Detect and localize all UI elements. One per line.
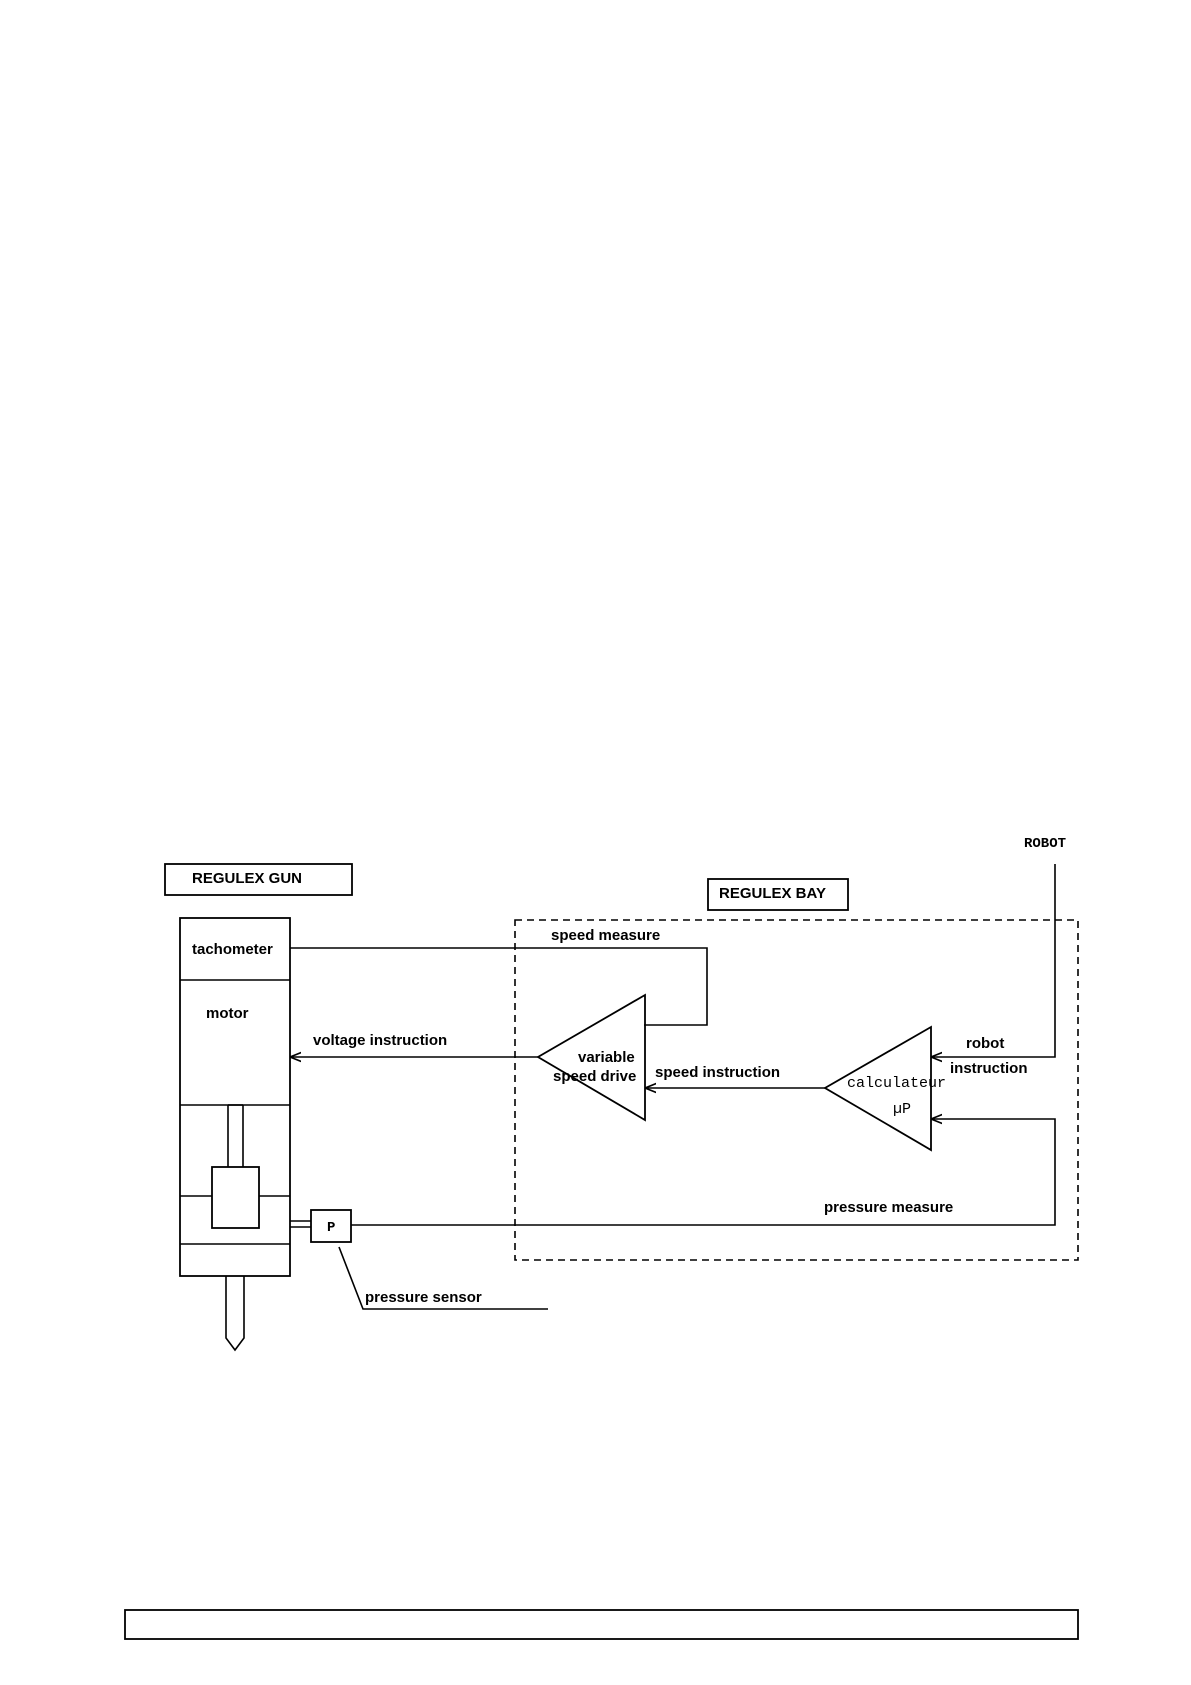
robot-instruction-label-2: instruction	[950, 1060, 1028, 1077]
footer-box	[125, 1610, 1078, 1639]
pressure-sensor-symbol: P	[327, 1220, 335, 1236]
robot-label: ROBOT	[1024, 836, 1066, 852]
speed-instruction-label: speed instruction	[655, 1064, 780, 1081]
regulex-gun-label: REGULEX GUN	[192, 870, 302, 887]
up-label: µP	[893, 1101, 911, 1118]
speed-drive-label: speed drive	[553, 1068, 636, 1085]
calculateur-label: calculateur	[847, 1075, 946, 1092]
robot-instruction-label-1: robot	[966, 1035, 1004, 1052]
robot-instruction-line	[931, 864, 1055, 1057]
motor-label: motor	[206, 1005, 249, 1022]
tachometer-label: tachometer	[192, 941, 273, 958]
pressure-sensor-label: pressure sensor	[365, 1289, 482, 1306]
regulex-bay-label: REGULEX BAY	[719, 885, 826, 902]
piston	[212, 1167, 259, 1228]
gun-body	[180, 918, 290, 1276]
variable-label: variable	[578, 1049, 635, 1066]
gun-nozzle	[226, 1276, 244, 1350]
regulex-bay-boundary	[515, 920, 1078, 1260]
voltage-instruction-label: voltage instruction	[313, 1032, 447, 1049]
pressure-measure-label: pressure measure	[824, 1199, 953, 1216]
speed-measure-label: speed measure	[551, 927, 660, 944]
